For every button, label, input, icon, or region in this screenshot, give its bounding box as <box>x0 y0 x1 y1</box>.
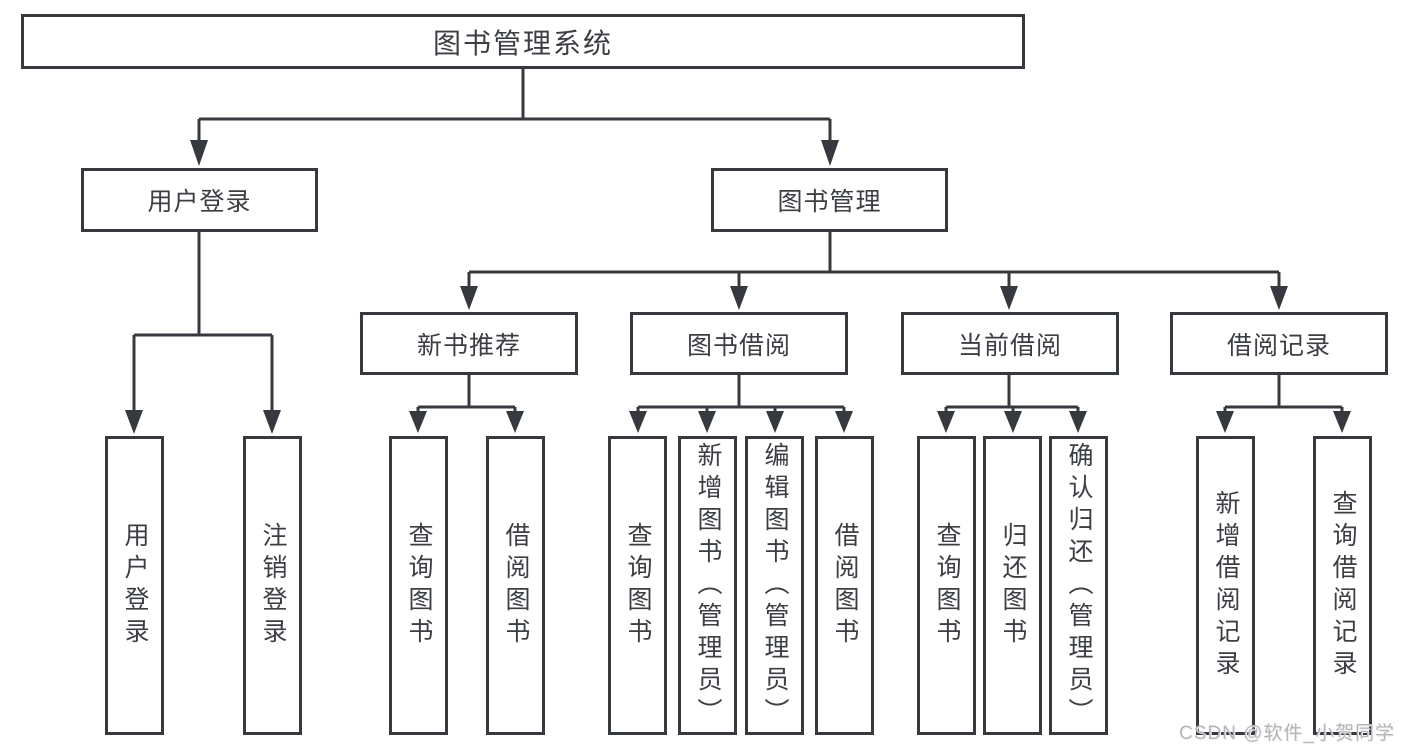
node-borrow-records: 借阅记录 <box>1170 312 1388 375</box>
leaf-label: 查询图书 <box>624 521 652 650</box>
arrowhead-icon <box>263 410 281 434</box>
leaf-label: 借阅图书 <box>831 521 859 650</box>
leaf-label: 查询借阅记录 <box>1329 489 1357 682</box>
arrowhead-icon <box>1004 411 1022 433</box>
arrowhead-icon <box>730 286 748 310</box>
leaf-return-books: 归还图书 <box>983 436 1042 735</box>
leaf-confirm-return-admin: 确认归还（管理员） <box>1049 436 1108 735</box>
node-book-borrow: 图书借阅 <box>630 312 848 375</box>
connector-book-borrow-to-leaves <box>629 375 853 433</box>
connector-borrow-records-to-leaves <box>1216 375 1351 433</box>
connector-new-book-recommend-to-leaves <box>409 375 524 433</box>
arrowhead-icon <box>698 411 716 433</box>
arrowhead-icon <box>1333 411 1351 433</box>
arrowhead-icon <box>125 410 143 434</box>
connector-root-to-level2 <box>190 69 839 166</box>
leaf-borrow-books: 借阅图书 <box>815 436 874 735</box>
leaf-label: 借阅图书 <box>502 521 530 650</box>
arrowhead-icon <box>835 411 853 433</box>
leaf-edit-book-admin: 编辑图书（管理员） <box>745 436 804 735</box>
leaf-query-books-borrow: 查询图书 <box>608 436 667 735</box>
connector-current-borrow-to-leaves <box>937 375 1087 433</box>
leaf-label: 确认归还（管理员） <box>1065 441 1093 730</box>
connector-user-login-to-leaves <box>125 232 281 434</box>
arrowhead-icon <box>409 411 427 433</box>
arrowhead-icon <box>629 411 647 433</box>
leaf-label: 编辑图书（管理员） <box>761 441 789 730</box>
leaf-logout: 注销登录 <box>243 436 302 735</box>
arrowhead-icon <box>1216 411 1234 433</box>
leaf-label: 注销登录 <box>259 521 287 650</box>
arrowhead-icon <box>937 411 955 433</box>
leaf-label: 用户登录 <box>121 521 149 650</box>
leaf-add-borrow-record: 新增借阅记录 <box>1196 436 1255 735</box>
arrowhead-icon <box>1270 286 1288 310</box>
node-book-management: 图书管理 <box>711 168 948 232</box>
leaf-query-books-current: 查询图书 <box>917 436 976 735</box>
leaf-query-books-recommend: 查询图书 <box>389 436 448 735</box>
leaf-query-borrow-record: 查询借阅记录 <box>1313 436 1372 735</box>
arrowhead-icon <box>821 140 839 166</box>
arrowhead-icon <box>1000 286 1018 310</box>
leaf-label: 查询图书 <box>405 521 433 650</box>
node-library-system: 图书管理系统 <box>21 14 1025 69</box>
node-user-login: 用户登录 <box>81 168 318 232</box>
leaf-borrow-books-recommend: 借阅图书 <box>486 436 545 735</box>
leaf-label: 新增借阅记录 <box>1212 489 1240 682</box>
leaf-label: 查询图书 <box>933 521 961 650</box>
arrowhead-icon <box>766 411 784 433</box>
node-current-borrow: 当前借阅 <box>901 312 1119 375</box>
watermark: CSDN @软件_小贺同学 <box>1179 723 1395 744</box>
arrowhead-icon <box>506 411 524 433</box>
leaf-add-book-admin: 新增图书（管理员） <box>678 436 737 735</box>
leaf-label: 新增图书（管理员） <box>694 441 722 730</box>
leaf-user-login: 用户登录 <box>105 436 164 735</box>
leaf-label: 归还图书 <box>999 521 1027 650</box>
node-new-book-recommend: 新书推荐 <box>360 312 578 375</box>
arrowhead-icon <box>190 140 208 166</box>
connector-book-management-to-level3 <box>460 232 1288 310</box>
arrowhead-icon <box>460 286 478 310</box>
arrowhead-icon <box>1069 411 1087 433</box>
